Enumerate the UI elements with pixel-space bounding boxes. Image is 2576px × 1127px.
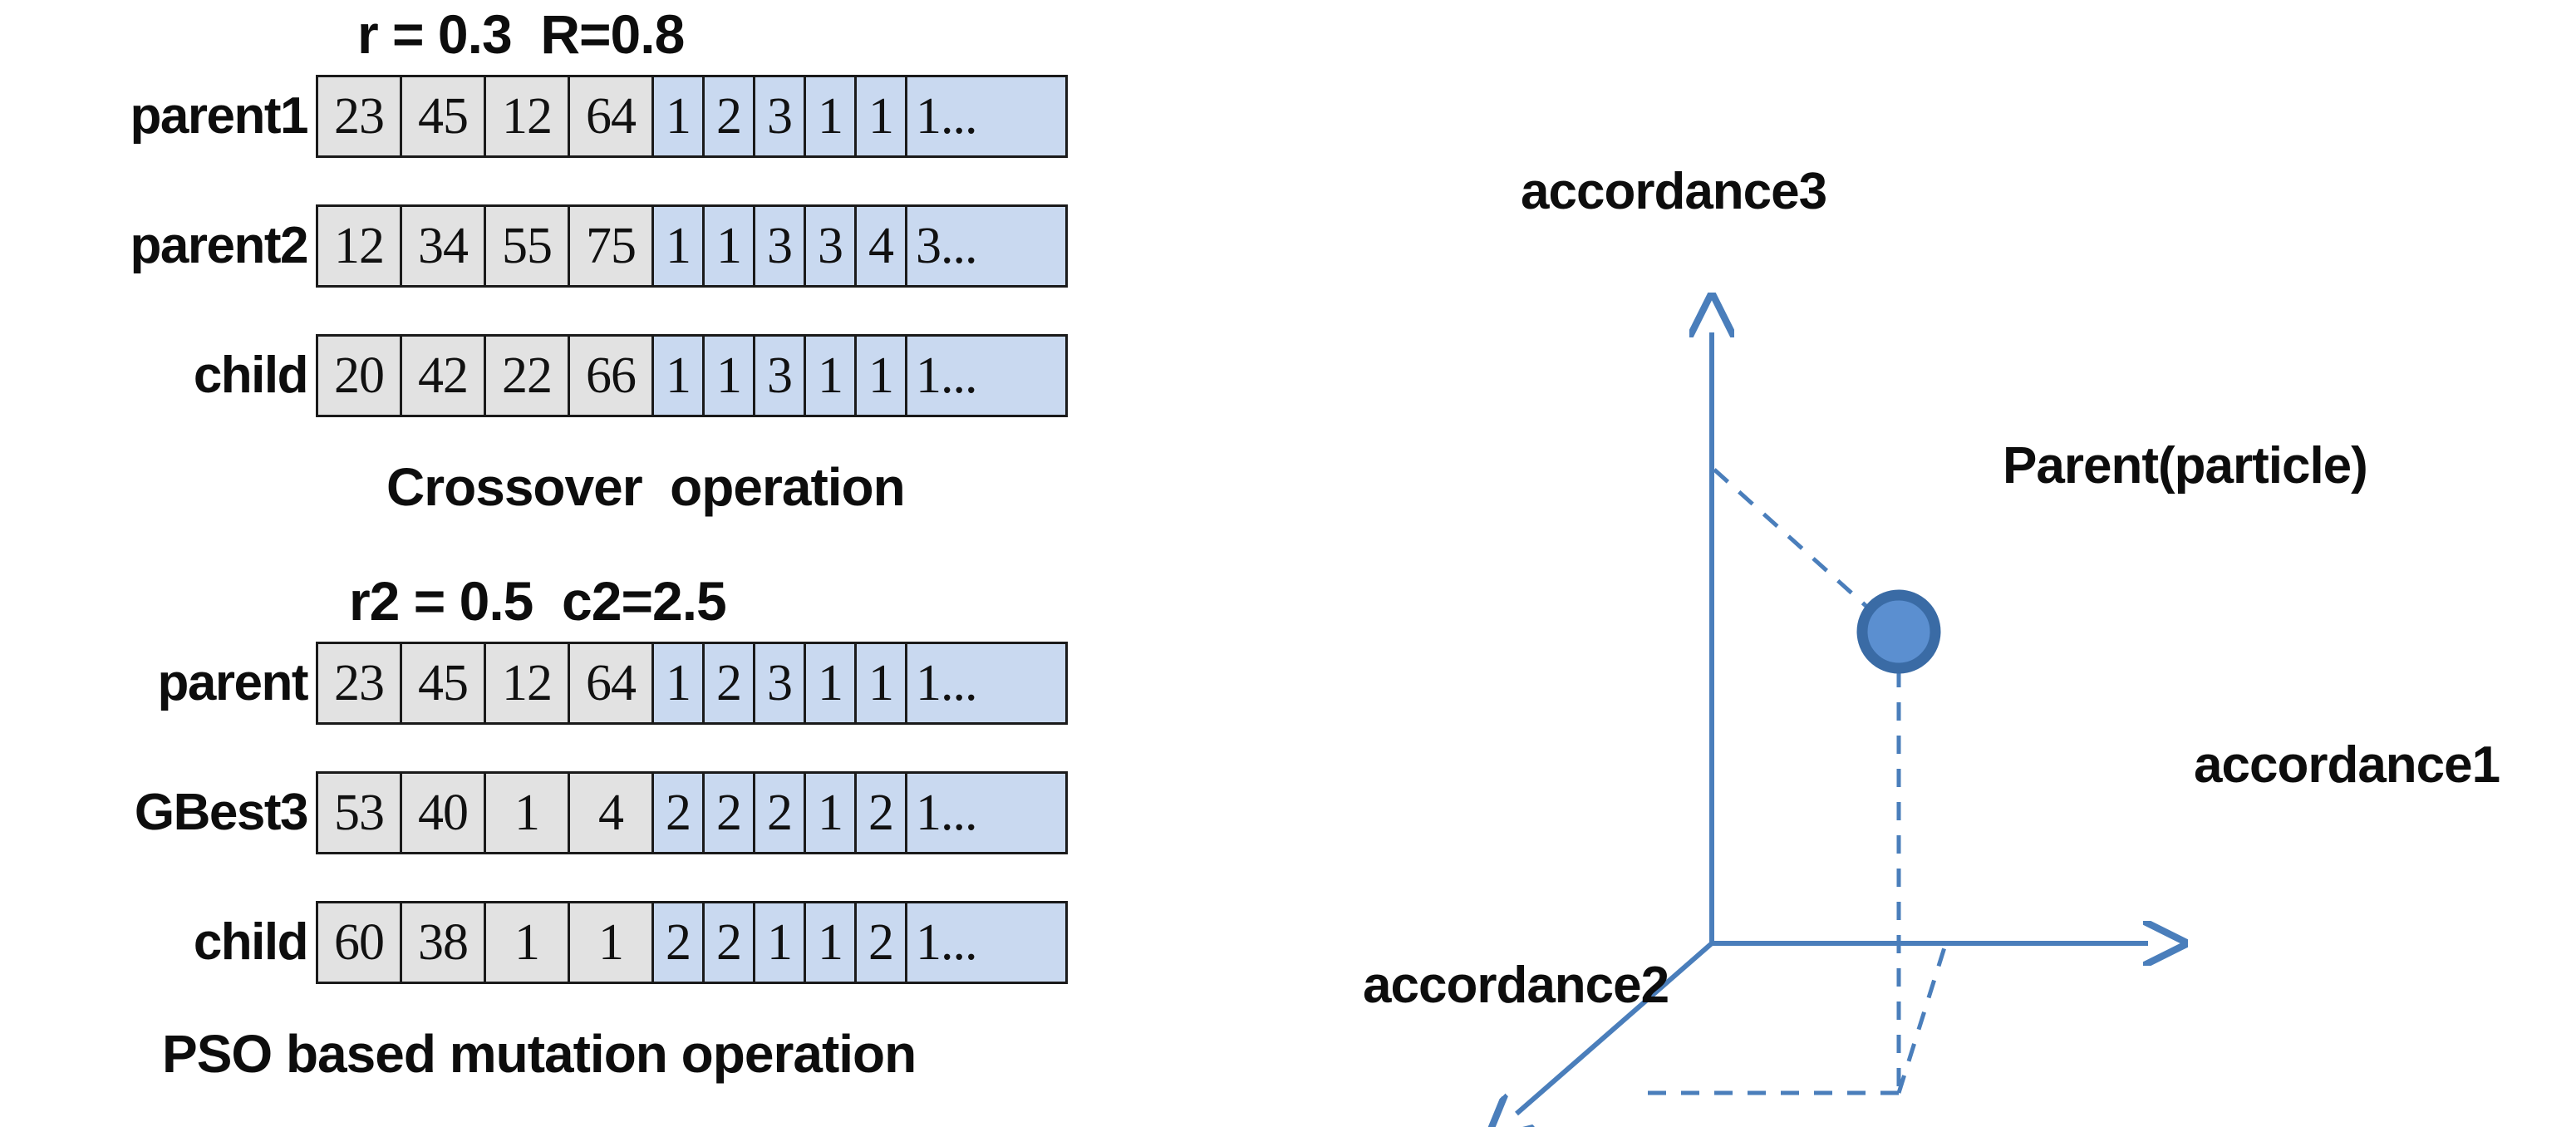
gene-cell: 60 bbox=[316, 901, 402, 984]
gene-cell: 2 bbox=[753, 771, 806, 854]
gene-cell: 75 bbox=[568, 204, 654, 288]
gene-cell: 1 bbox=[702, 334, 755, 417]
gene-cell: 1 bbox=[804, 771, 857, 854]
gene-cell: 3 bbox=[753, 75, 806, 158]
chromosome-row-label: parent1 bbox=[130, 87, 309, 145]
gene-cell: 3... bbox=[905, 204, 1068, 288]
gene-cell: 2 bbox=[854, 901, 907, 984]
gene-cell: 1 bbox=[484, 901, 570, 984]
gene-cell: 3 bbox=[753, 204, 806, 288]
particle-point bbox=[1856, 589, 1941, 674]
pso-caption: PSO based mutation operation bbox=[162, 1024, 917, 1084]
gene-cell: 38 bbox=[400, 901, 486, 984]
gene-cell: 2 bbox=[651, 901, 705, 984]
gene-cell: 42 bbox=[400, 334, 486, 417]
chromosome-row-label: parent bbox=[157, 654, 309, 711]
chromosome-row-label: parent2 bbox=[130, 217, 309, 274]
gene-cell: 64 bbox=[568, 642, 654, 725]
gene-cell: 1 bbox=[651, 642, 705, 725]
particle-label: Parent(particle) bbox=[2003, 437, 2368, 495]
gene-cell: 45 bbox=[400, 75, 486, 158]
gene-cell: 1 bbox=[484, 771, 570, 854]
gene-cell: 1 bbox=[702, 204, 755, 288]
gene-cell: 12 bbox=[484, 642, 570, 725]
gene-cell: 22 bbox=[484, 334, 570, 417]
gene-cell: 2 bbox=[702, 642, 755, 725]
gene-cell: 53 bbox=[316, 771, 402, 854]
gene-cell: 1 bbox=[804, 642, 857, 725]
chromosome-row-label: GBest3 bbox=[134, 784, 309, 841]
gene-cell: 1 bbox=[651, 75, 705, 158]
gene-cell: 20 bbox=[316, 334, 402, 417]
pso-params: r2 = 0.5 c2=2.5 bbox=[349, 570, 727, 632]
axis-label-accordance3: accordance3 bbox=[1521, 163, 1827, 220]
gene-cell: 1 bbox=[804, 75, 857, 158]
gene-cell: 23 bbox=[316, 642, 402, 725]
gene-cell: 12 bbox=[316, 204, 402, 288]
gene-cell: 2 bbox=[651, 771, 705, 854]
gene-cell: 3 bbox=[804, 204, 857, 288]
gene-cell: 4 bbox=[568, 771, 654, 854]
gene-cell: 1 bbox=[804, 901, 857, 984]
gene-cell: 64 bbox=[568, 75, 654, 158]
gene-cell: 3 bbox=[753, 642, 806, 725]
gene-cell: 3 bbox=[753, 334, 806, 417]
gene-cell: 1 bbox=[804, 334, 857, 417]
gene-cell: 12 bbox=[484, 75, 570, 158]
gene-cell: 23 bbox=[316, 75, 402, 158]
gene-cell: 1... bbox=[905, 901, 1068, 984]
gene-cell: 1... bbox=[905, 334, 1068, 417]
axis-accordance2-line bbox=[1517, 941, 1713, 1114]
gene-cell: 2 bbox=[702, 75, 755, 158]
gene-cell: 40 bbox=[400, 771, 486, 854]
gene-cell: 2 bbox=[702, 771, 755, 854]
axes-3d-panel: accordance3 accordance1 accordance2 Pare… bbox=[1313, 0, 2576, 1127]
gene-cell: 1... bbox=[905, 771, 1068, 854]
axis-label-accordance2: accordance2 bbox=[1363, 957, 1669, 1014]
gene-cell: 1 bbox=[854, 642, 907, 725]
gene-cell: 1 bbox=[651, 334, 705, 417]
gene-cell: 1 bbox=[651, 204, 705, 288]
gene-cell: 1 bbox=[568, 901, 654, 984]
crossover-params: r = 0.3 R=0.8 bbox=[357, 3, 685, 65]
gene-cell: 2 bbox=[854, 771, 907, 854]
guide-line-z-to-point bbox=[1713, 468, 1896, 633]
gene-cell: 2 bbox=[702, 901, 755, 984]
gene-cell: 1 bbox=[854, 75, 907, 158]
chromosome-row-label: child bbox=[193, 913, 309, 971]
gene-cell: 1 bbox=[753, 901, 806, 984]
gene-cell: 1... bbox=[905, 75, 1068, 158]
gene-cell: 1... bbox=[905, 642, 1068, 725]
gene-cell: 1 bbox=[854, 334, 907, 417]
crossover-caption: Crossover operation bbox=[386, 457, 906, 517]
gene-cell: 45 bbox=[400, 642, 486, 725]
gene-cell: 34 bbox=[400, 204, 486, 288]
gene-cell: 55 bbox=[484, 204, 570, 288]
guide-line-base-to-x bbox=[1896, 947, 1947, 1094]
axis-label-accordance1: accordance1 bbox=[2194, 736, 2500, 794]
gene-cell: 66 bbox=[568, 334, 654, 417]
chromosome-row-label: child bbox=[193, 347, 309, 404]
gene-cell: 4 bbox=[854, 204, 907, 288]
axes-3d-svg bbox=[1313, 0, 2576, 1127]
